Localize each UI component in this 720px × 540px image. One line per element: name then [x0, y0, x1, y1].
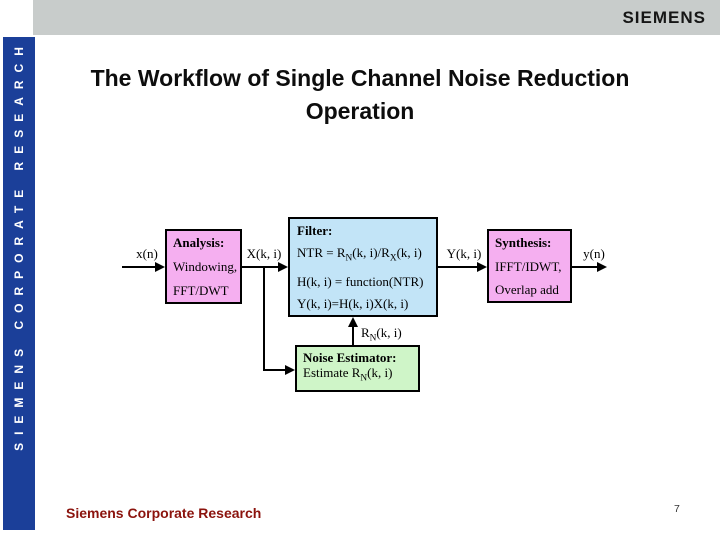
- noise-estimator-box-title: Noise Estimator:: [303, 350, 397, 365]
- synthesis-box-line: IFFT/IDWT,: [495, 258, 562, 274]
- branch-line-vertical: [263, 266, 265, 371]
- arrowhead-output: [597, 262, 607, 272]
- flow-line-input: [122, 266, 156, 268]
- arrowhead-into-filter-bottom: [348, 317, 358, 327]
- page-title: The Workflow of Single Channel Noise Red…: [40, 62, 680, 128]
- flow-line-output: [572, 266, 598, 268]
- synthesis-box-line: Overlap add: [495, 282, 559, 297]
- flow-line-filter-synthesis: [438, 266, 478, 268]
- branch-line-horizontal: [263, 369, 286, 371]
- arrowhead-into-synthesis: [477, 262, 487, 272]
- label-input-signal: x(n): [136, 246, 158, 261]
- filter-box-title: Filter:: [297, 223, 333, 238]
- flow-line-analysis-filter: [242, 266, 279, 268]
- noise-estimator-box: Noise Estimator: Estimate RN(k, i): [295, 345, 420, 392]
- filter-formula-ntr: NTR = RN(k, i)/RX(k, i): [297, 245, 422, 264]
- footer-text: Siemens Corporate Research: [66, 505, 262, 521]
- filter-formula-y: Y(k, i)=H(k, i)X(k, i): [297, 295, 409, 311]
- arrowhead-into-analysis: [155, 262, 165, 272]
- page-number: 7: [674, 503, 680, 515]
- analysis-box-title: Analysis:: [173, 235, 225, 250]
- label-output-signal: y(n): [583, 246, 605, 261]
- analysis-box-line: Windowing,: [173, 259, 238, 274]
- label-noise-psd: RN(k, i): [361, 325, 402, 344]
- label-y-spectrum: Y(k, i): [446, 246, 482, 261]
- sidebar: SIEMENS CORPORATE RESEARCH: [3, 37, 35, 530]
- arrowhead-into-filter: [278, 262, 288, 272]
- page-title-line1: The Workflow of Single Channel Noise Red…: [90, 65, 630, 91]
- noise-estimator-line: Estimate RN(k, i): [303, 365, 393, 384]
- noise-to-filter-line: [352, 325, 354, 345]
- filter-formula-h: H(k, i) = function(NTR): [297, 273, 424, 289]
- arrowhead-into-noise-estimator: [285, 365, 295, 375]
- analysis-box: Analysis: Windowing, FFT/DWT: [165, 229, 242, 304]
- page-title-line2: Operation: [305, 98, 415, 124]
- analysis-box-line: FFT/DWT: [173, 283, 229, 298]
- synthesis-box-title: Synthesis:: [495, 235, 552, 250]
- label-x-spectrum: X(k, i): [246, 246, 282, 261]
- header-bar: SIEMENS: [33, 0, 720, 35]
- filter-box: Filter: NTR = RN(k, i)/RX(k, i) H(k, i) …: [288, 217, 438, 317]
- siemens-logo: SIEMENS: [622, 7, 706, 27]
- synthesis-box: Synthesis: IFFT/IDWT, Overlap add: [487, 229, 572, 303]
